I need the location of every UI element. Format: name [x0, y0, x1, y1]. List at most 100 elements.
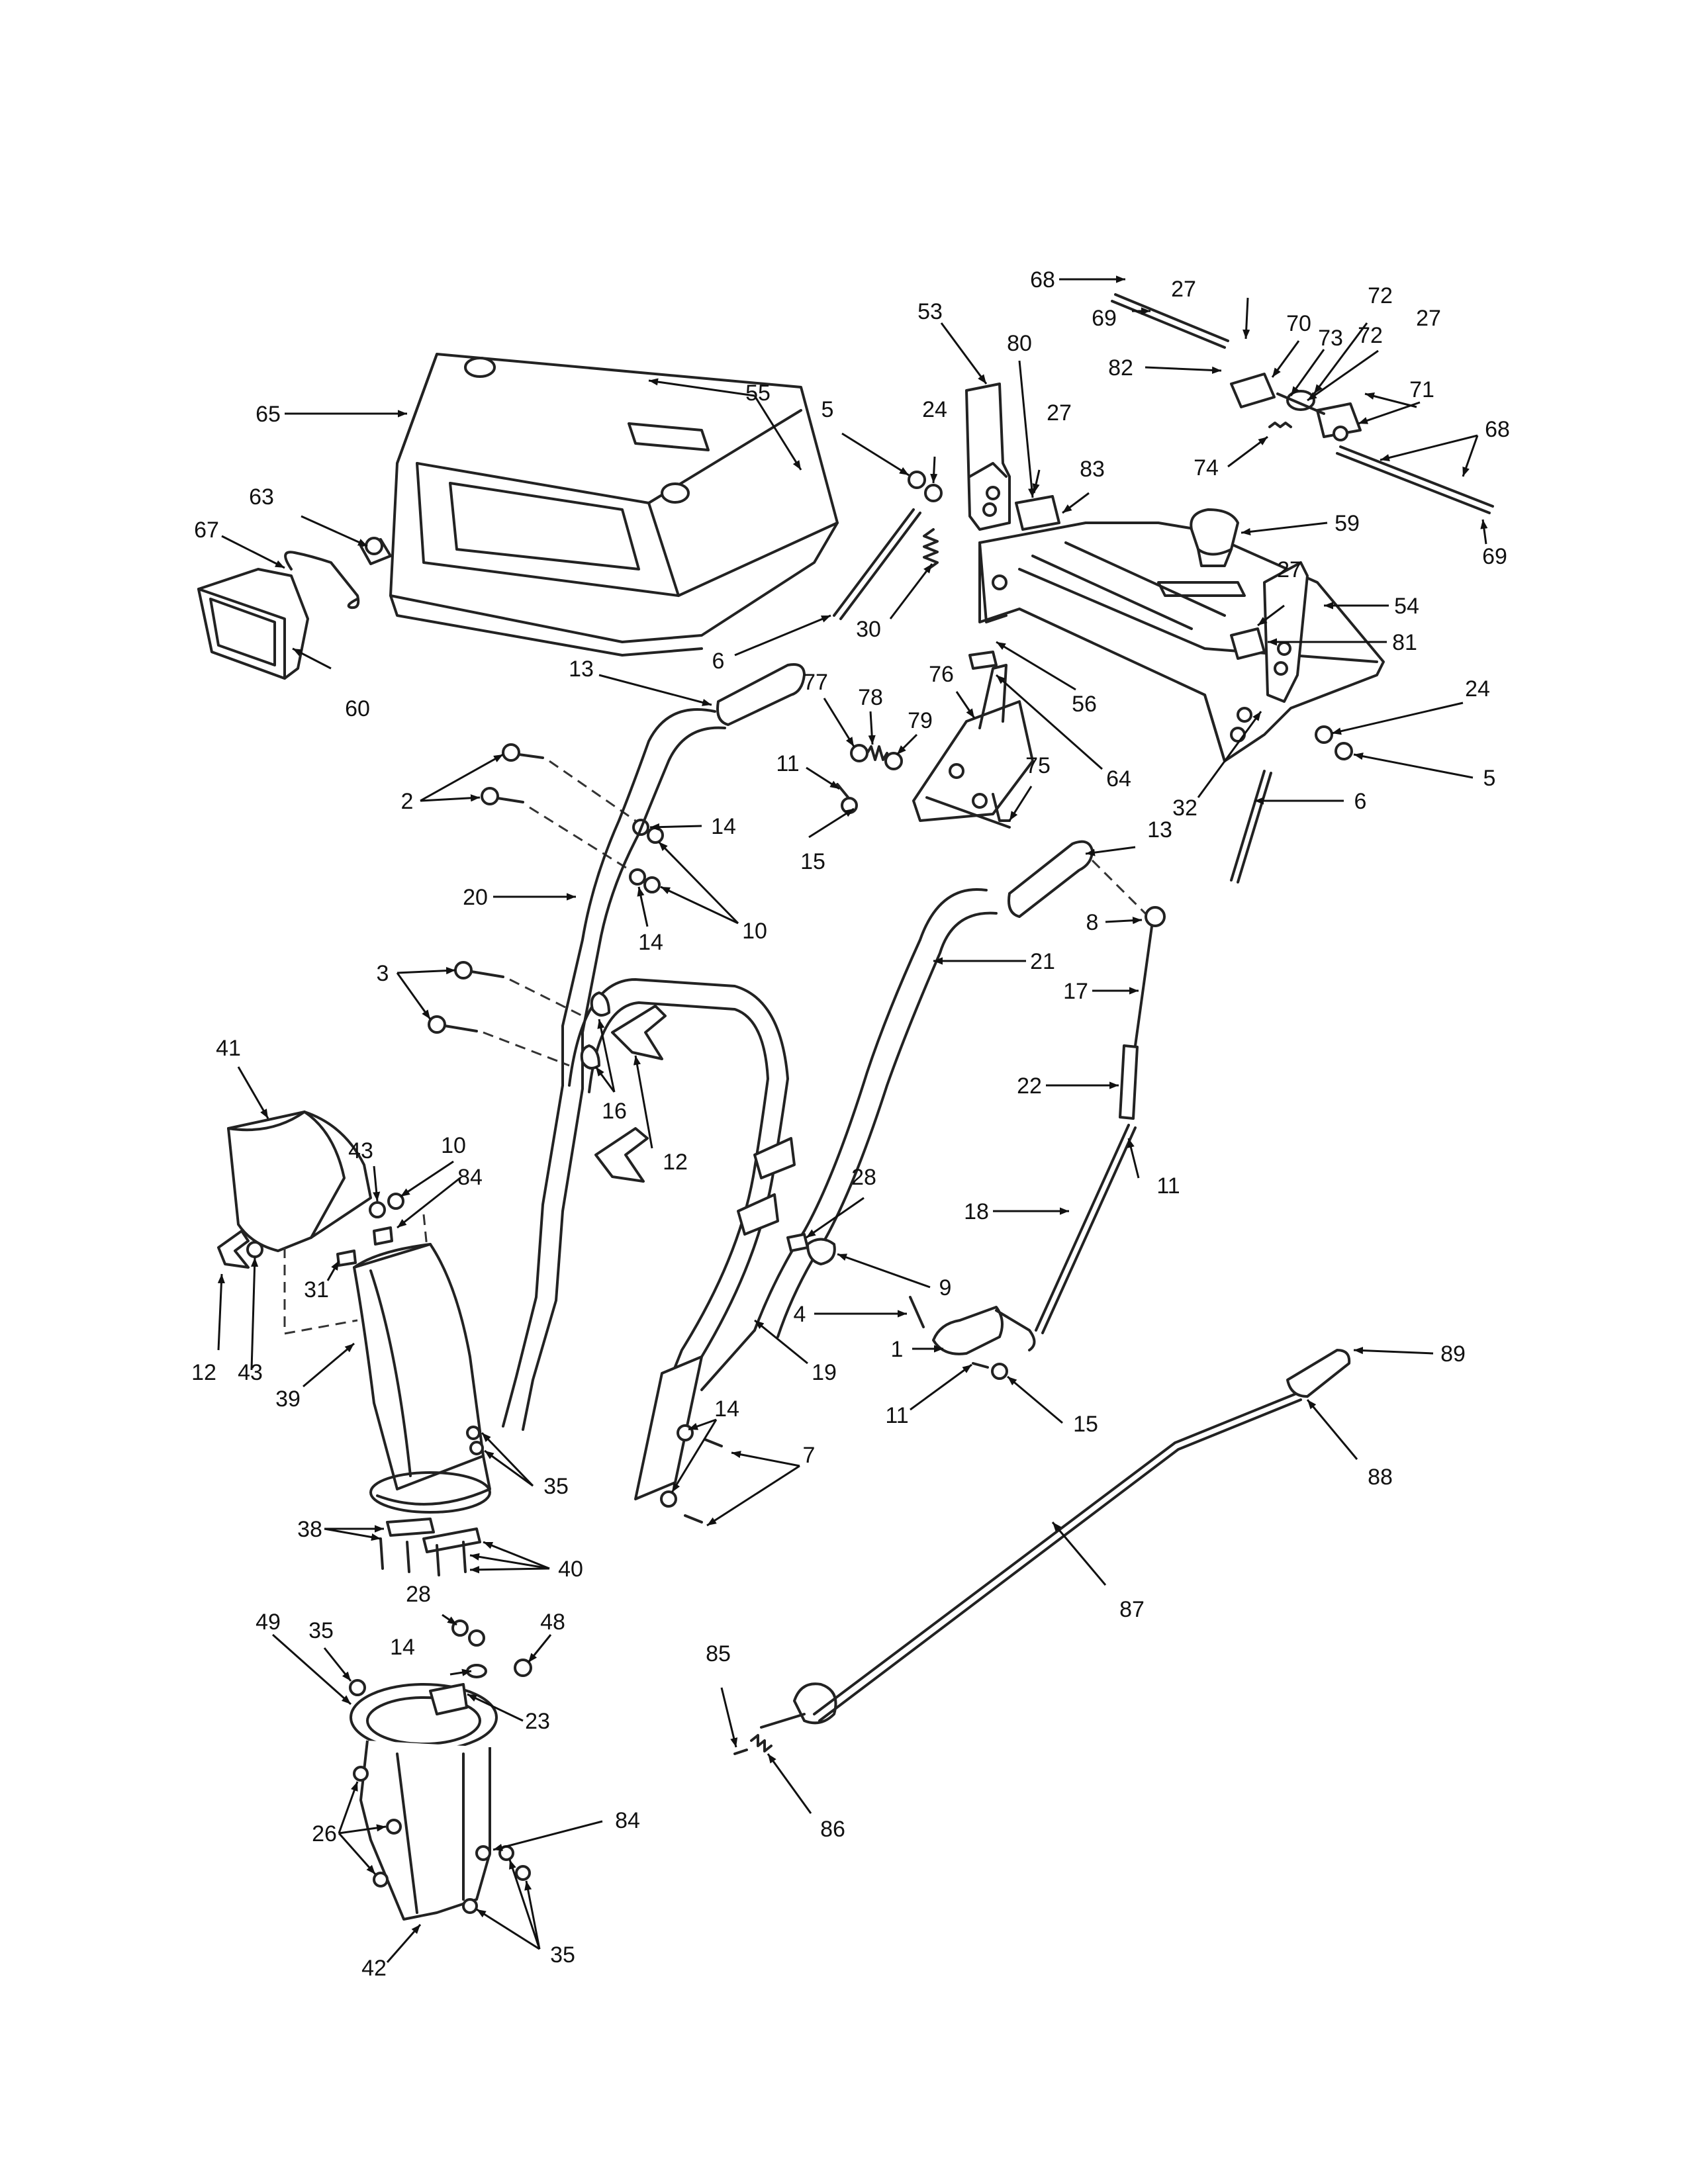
- grip-13-left: [716, 663, 806, 726]
- callout-label: 31: [304, 1277, 329, 1302]
- chute-39-part: [353, 1243, 491, 1514]
- callout-label: 35: [543, 1474, 569, 1499]
- small-plate-part: [1230, 627, 1266, 660]
- callout-label: 17: [1063, 979, 1088, 1004]
- callout-label: 8: [1086, 910, 1099, 935]
- callout-leader: [397, 967, 456, 975]
- upper-rod-part: [1111, 300, 1226, 349]
- handle-knob-16-b: [580, 1044, 600, 1069]
- callout-label: 77: [803, 670, 828, 695]
- nut-35-chute-a: [466, 1426, 481, 1440]
- callout-leader: [1331, 702, 1464, 735]
- nut-28-b: [468, 1629, 485, 1647]
- callout-leader: [1306, 1399, 1358, 1460]
- headlight-wire-part: [284, 551, 360, 610]
- callout-label: 14: [714, 1396, 739, 1422]
- callout-leader: [754, 1319, 808, 1365]
- callout-label: 67: [194, 518, 219, 543]
- callout-leader: [484, 1449, 534, 1487]
- callout-label: 64: [1106, 766, 1131, 792]
- callout-label: 22: [1017, 1073, 1042, 1099]
- bolt-31-part: [336, 1250, 357, 1267]
- washer-79: [884, 752, 903, 770]
- knob-9-part: [806, 1238, 836, 1265]
- callout-leader: [272, 1633, 352, 1706]
- callout-leader: [706, 1465, 800, 1527]
- callout-leader: [940, 322, 988, 385]
- nut-5-upper: [908, 471, 926, 489]
- callout-label: 86: [820, 1817, 845, 1842]
- callout-leader: [250, 1257, 259, 1371]
- bolt-26-a: [353, 1766, 369, 1782]
- left-console-bracket-part: [965, 383, 1011, 531]
- callout-leader: [508, 1859, 541, 1950]
- nut-5-right: [1335, 742, 1353, 760]
- callout-label: 4: [794, 1302, 806, 1327]
- washer-24-upper: [924, 484, 943, 502]
- callout-leader: [823, 698, 855, 747]
- callout-label: 35: [550, 1942, 575, 1968]
- callout-leader: [660, 886, 739, 925]
- callout-label: 39: [275, 1387, 301, 1412]
- callout-label: 3: [377, 961, 389, 986]
- right-rod-part-2: [1339, 445, 1494, 508]
- dash-panel-part: [389, 353, 839, 657]
- callout-label: 13: [1147, 817, 1172, 842]
- bolts-40: [379, 1537, 467, 1576]
- callout-leader: [324, 1527, 381, 1541]
- callout-leader: [1353, 752, 1474, 779]
- callout-leader: [1358, 401, 1421, 425]
- callout-leader: [657, 841, 739, 925]
- callout-label: 63: [249, 484, 274, 510]
- callout-label: 12: [191, 1360, 216, 1385]
- callout-leader: [868, 711, 876, 745]
- bolt-84-lower: [475, 1845, 491, 1861]
- callout-leader: [338, 1833, 377, 1875]
- callout-leader: [303, 1342, 355, 1388]
- grip-centerline-right: [1091, 859, 1153, 921]
- nut-10-deflector: [387, 1193, 404, 1210]
- callout-leader: [889, 563, 933, 619]
- nut-35-lower-c: [462, 1898, 478, 1914]
- callout-leader: [1105, 917, 1143, 925]
- callout-leader: [469, 1553, 550, 1570]
- callout-label: 35: [308, 1618, 334, 1643]
- callout-label: 15: [800, 849, 825, 874]
- bolts-2: [481, 743, 544, 805]
- nut-10-a: [647, 827, 664, 844]
- right-rod-part: [1336, 452, 1491, 514]
- washer-77: [850, 744, 868, 762]
- knob-12-handle-b: [737, 1193, 779, 1236]
- chute-crank-87-part: [760, 1349, 1351, 1729]
- callout-label: 73: [1318, 326, 1343, 351]
- rod-6-upper: [833, 508, 915, 617]
- callout-label: 41: [216, 1036, 241, 1061]
- callout-leader: [483, 1541, 550, 1570]
- control-knob-part: [1190, 508, 1239, 567]
- callout-leader: [469, 1566, 550, 1574]
- callout-leader: [338, 1824, 387, 1835]
- bolt-2-centerline-a: [549, 760, 636, 822]
- handle-knob-16-a: [590, 991, 610, 1017]
- callout-label: 26: [312, 1821, 337, 1846]
- chute-base-42-part: [350, 1683, 498, 1921]
- callout-leader: [996, 674, 1103, 770]
- callout-label: 88: [1368, 1465, 1393, 1490]
- callout-leader: [1313, 322, 1368, 394]
- callout-label: 14: [711, 814, 736, 839]
- crossbar-part: [568, 978, 789, 1424]
- callout-leader: [396, 972, 432, 1020]
- shift-hardware-part: [1230, 373, 1362, 441]
- callout-label: 76: [929, 662, 954, 687]
- callout-label: 28: [851, 1165, 876, 1190]
- callout-label: 7: [803, 1443, 816, 1468]
- bolt-84-upper: [373, 1226, 393, 1246]
- callout-label: 18: [964, 1199, 989, 1224]
- callout-leader: [1062, 492, 1090, 514]
- callout-label: 30: [856, 617, 881, 642]
- callout-label: 32: [1172, 796, 1197, 821]
- callout-label: 5: [821, 397, 834, 422]
- bolt-28-part: [786, 1233, 809, 1252]
- bracket-38-part: [386, 1518, 435, 1537]
- pin-75-part: [925, 796, 1011, 829]
